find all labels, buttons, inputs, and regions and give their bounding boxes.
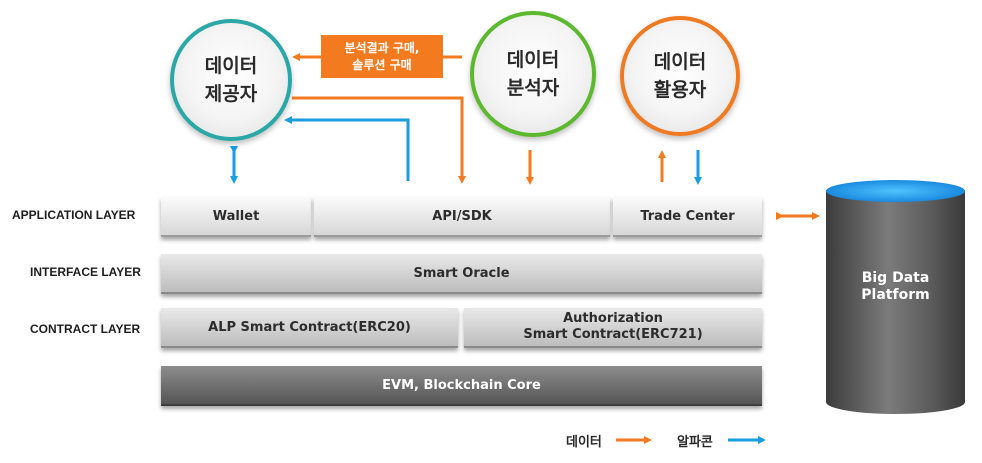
provider-line1: 데이터 <box>204 55 258 77</box>
evm-label: EVM, Blockchain Core <box>382 377 541 393</box>
wallet-box: Wallet <box>161 197 311 237</box>
trade-center-box: Trade Center <box>613 197 762 237</box>
api-sdk-label: API/SDK <box>432 208 492 224</box>
api-sdk-box: API/SDK <box>314 197 610 237</box>
authorization-contract-box: Authorization Smart Contract(ERC721) <box>464 308 762 348</box>
data-analyst-circle: 데이터 분석자 <box>470 11 596 137</box>
alp-contract-label: ALP Smart Contract(ERC20) <box>208 319 411 335</box>
legend-data-label: 데이터 <box>566 435 602 450</box>
trade-center-label: Trade Center <box>640 208 735 224</box>
contract-layer-label: CONTRACT LAYER <box>30 322 141 336</box>
alp-contract-box: ALP Smart Contract(ERC20) <box>161 308 458 348</box>
big-data-label: Big Data Platform <box>826 270 965 304</box>
arrow-api-to-provider-coin <box>284 116 410 181</box>
callout-line2: 솔루션 구매 <box>352 57 412 72</box>
authorization-line2: Smart Contract(ERC721) <box>523 327 703 342</box>
authorization-line1: Authorization <box>563 311 663 326</box>
user-line2: 활용자 <box>653 79 707 101</box>
analyst-line1: 데이터 <box>506 49 560 71</box>
analyst-line2: 분석자 <box>506 77 560 99</box>
application-layer-label: APPLICATION LAYER <box>12 208 136 222</box>
user-line1: 데이터 <box>653 51 707 73</box>
big-data-line1: Big Data <box>861 270 930 286</box>
data-provider-circle: 데이터 제공자 <box>170 19 292 141</box>
big-data-cylinder-top <box>826 180 965 202</box>
smart-oracle-label: Smart Oracle <box>413 265 510 281</box>
callout-line1: 분석결과 구매, <box>344 40 420 55</box>
wallet-label: Wallet <box>212 208 260 224</box>
legend-alpacoin-label: 알파콘 <box>677 435 713 450</box>
big-data-cylinder <box>826 190 965 402</box>
arrow-provider-to-api-data <box>292 96 466 184</box>
provider-line2: 제공자 <box>204 83 258 105</box>
evm-box: EVM, Blockchain Core <box>161 366 762 406</box>
purchase-callout: 분석결과 구매, 솔루션 구매 <box>321 35 443 78</box>
interface-layer-label: INTERFACE LAYER <box>30 265 141 279</box>
smart-oracle-box: Smart Oracle <box>161 254 762 294</box>
big-data-line2: Platform <box>861 287 930 303</box>
data-user-circle: 데이터 활용자 <box>620 16 740 136</box>
